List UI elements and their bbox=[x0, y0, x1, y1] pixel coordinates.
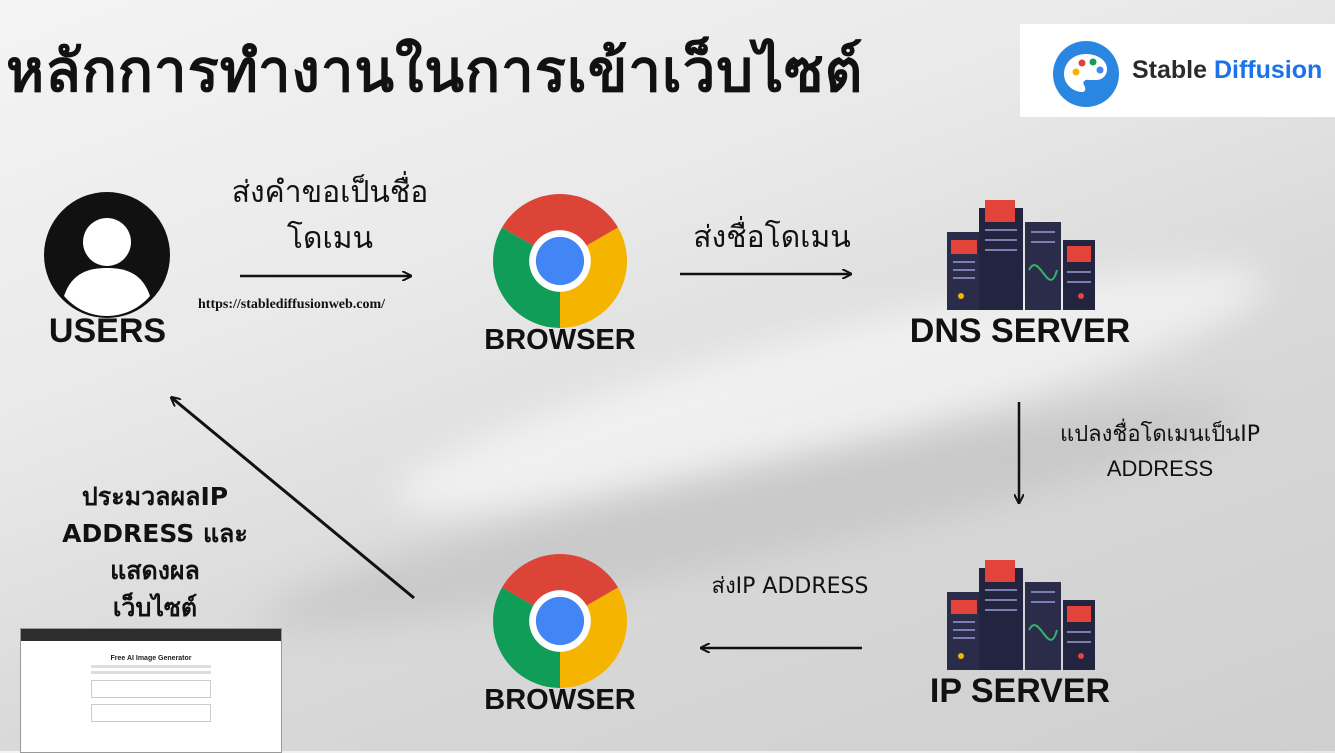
send-domain-label: ส่งชื่อโดเมน bbox=[693, 220, 851, 255]
screenshot-heading: Free AI Image Generator bbox=[110, 655, 192, 662]
browser-toolbar bbox=[21, 629, 281, 641]
logo-text: Stable Diffusion bbox=[1132, 56, 1323, 84]
ip-server-label: IP SERVER bbox=[929, 672, 1111, 710]
process-display-label: ประมวลผลIP ADDRESS และ แสดงผล เว็บไซต์ bbox=[62, 482, 248, 622]
dns-server-icon bbox=[947, 200, 1095, 310]
convert-domain-label: แปลงชื่อโดเมนเป็นIP ADDRESS bbox=[1060, 422, 1260, 481]
dns-server-label: DNS SERVER bbox=[909, 312, 1131, 350]
request-domain-label: ส่งคำขอเป็นชื่อ โดเมน bbox=[231, 175, 429, 256]
page-title: หลักการทำงานในการเข้าเว็บไซต์ bbox=[6, 37, 864, 105]
palette-icon bbox=[1053, 41, 1119, 107]
send-ip-label: ส่งIP ADDRESS bbox=[711, 574, 869, 599]
users-label: USERS bbox=[48, 312, 167, 350]
chrome-icon bbox=[493, 194, 627, 328]
ip-server-icon bbox=[947, 560, 1095, 670]
browser-bottom-label: BROWSER bbox=[484, 684, 636, 716]
browser-top-label: BROWSER bbox=[484, 324, 636, 356]
arrow-browser-to-users bbox=[172, 398, 415, 600]
user-icon bbox=[44, 192, 170, 318]
chrome-icon bbox=[493, 554, 627, 688]
website-screenshot: Free AI Image Generator bbox=[20, 628, 282, 753]
url-label: https://stablediffusionweb.com/ bbox=[198, 297, 386, 312]
